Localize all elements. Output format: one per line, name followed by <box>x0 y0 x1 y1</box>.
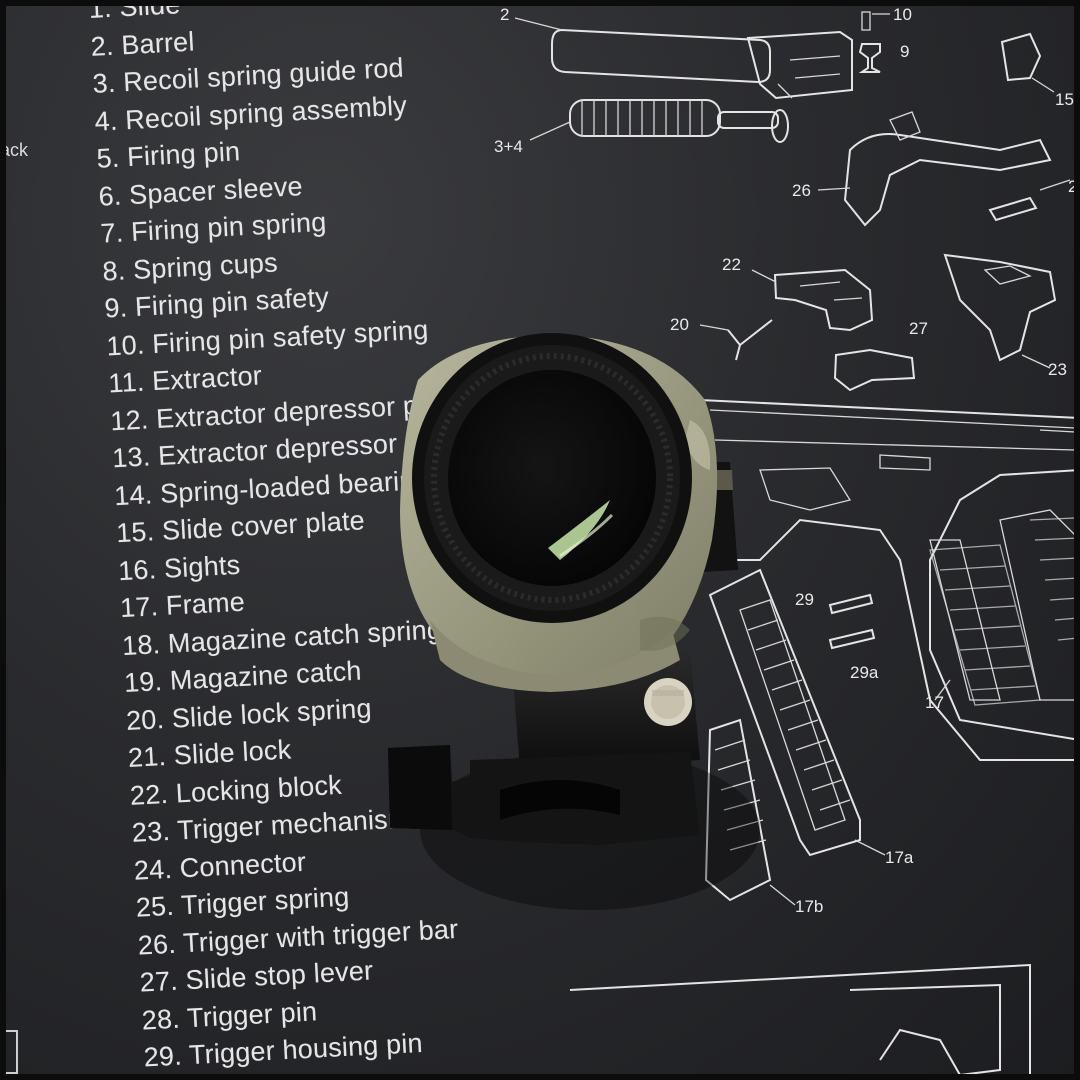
trigger-bar-drawing <box>817 111 1052 227</box>
diagram-label: 9 <box>900 42 909 61</box>
slide-stop-lever-drawing <box>833 348 916 392</box>
diagram-label: 27 <box>909 319 928 338</box>
lens-glass <box>448 370 656 586</box>
trigger-housing-pin-drawing <box>828 593 874 615</box>
recoil-spring-drawing <box>529 99 789 143</box>
slide-lock-spring-drawing <box>727 319 773 361</box>
diagram-label: 23 <box>1048 360 1067 379</box>
barrel-drawing <box>514 17 853 100</box>
grip-texture-drawing <box>929 517 1079 706</box>
lens-reflection <box>548 500 610 560</box>
firing-pin-safety-drawing <box>858 11 890 73</box>
trigger-mechanism-drawing <box>943 253 1057 369</box>
flip-mount <box>388 650 700 845</box>
diagram-label: 10 <box>893 5 912 24</box>
diagram-label: 17 <box>925 693 944 712</box>
diagram-label: 26 <box>792 181 811 200</box>
cropped-edge-text: ack <box>0 140 29 160</box>
slide-cover-plate-drawing <box>1000 32 1042 82</box>
magazine-body-drawing <box>704 718 796 906</box>
locking-block-drawing <box>751 268 874 332</box>
diagram-label: 3+4 <box>494 137 523 156</box>
diagram-label: 17b <box>795 897 823 916</box>
diagram-label: 2 <box>500 5 509 24</box>
trigger-pin-drawing <box>828 628 876 650</box>
diagram-label: 2 <box>1068 177 1077 196</box>
trigger-spring-drawing <box>988 196 1038 222</box>
magazine-drawing <box>708 568 886 857</box>
diagram-label: 15 <box>1055 90 1074 109</box>
diagram-label: 17a <box>885 848 914 867</box>
diagram-label: 20 <box>670 315 689 334</box>
cropped-edge-graphic <box>0 1030 18 1074</box>
diagram-label: 22 <box>722 255 741 274</box>
diagram-label: 29 <box>795 590 814 609</box>
lower-frame-drawing <box>569 963 1031 1080</box>
diagram-label: 29a <box>850 663 879 682</box>
